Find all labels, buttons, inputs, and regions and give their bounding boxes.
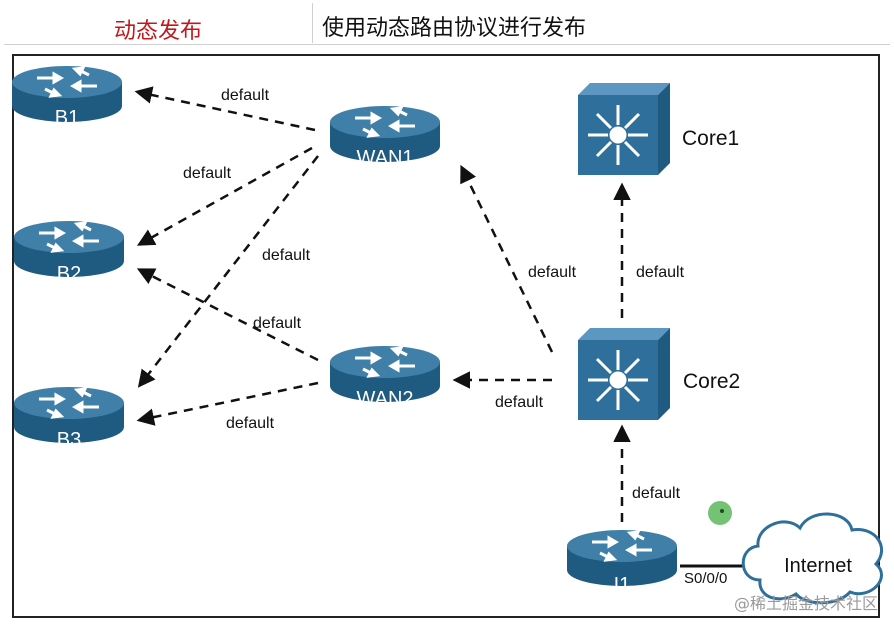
watermark: @稀土掘金技术社区 <box>733 594 878 613</box>
switch-icon <box>576 81 672 177</box>
header-right-title: 使用动态路由协议进行发布 <box>322 16 587 41</box>
router-b1[interactable]: B1 <box>10 64 124 129</box>
router-wan1[interactable]: WAN1 <box>328 104 442 169</box>
router-wan1-label: WAN1 <box>356 147 413 169</box>
router-wan2-label: WAN2 <box>356 388 413 410</box>
switch-core1-label: Core1 <box>682 127 739 150</box>
route-label-core2-to-wan1: default <box>528 264 577 281</box>
router-b2-label: B2 <box>57 263 81 285</box>
route-arrow-wan1-to-b3 <box>137 155 319 388</box>
switch-core2[interactable] <box>576 326 672 422</box>
switch-icon <box>576 326 672 422</box>
router-b3[interactable]: B3 <box>12 385 126 451</box>
route-label-wan1-to-b2: default <box>183 165 232 182</box>
router-i1[interactable]: I1 <box>565 528 679 596</box>
route-label-wan2-to-b2: default <box>253 315 302 332</box>
route-label-core2-to-core1: default <box>636 264 685 281</box>
header-divider <box>4 44 890 45</box>
route-links <box>134 86 631 522</box>
route-arrow-wan2-to-b3 <box>136 381 319 426</box>
router-i1-label: I1 <box>614 574 631 596</box>
route-label-wan1-to-b3: default <box>262 247 311 264</box>
route-label-i1-to-core2: default <box>632 485 681 502</box>
router-b3-label: B3 <box>57 429 81 451</box>
status-dot-center <box>720 509 724 513</box>
router-wan2[interactable]: WAN2 <box>328 344 442 410</box>
switch-core2-label: Core2 <box>683 370 740 393</box>
internet-cloud: Internet <box>680 512 883 605</box>
internet-label: Internet <box>784 555 852 577</box>
switch-core1[interactable] <box>576 81 672 177</box>
slide-header: 动态发布 使用动态路由协议进行发布 <box>0 0 894 48</box>
header-left-title: 动态发布 <box>114 19 203 44</box>
router-b1-label: B1 <box>55 107 79 129</box>
route-labels: default default default default default defau… <box>183 87 685 502</box>
route-arrow-core2-to-wan1 <box>460 164 554 353</box>
status-dot <box>708 501 732 525</box>
diagram-frame <box>12 54 880 618</box>
route-label-wan1-to-b1: default <box>221 87 270 104</box>
route-label-core2-to-wan2: default <box>495 394 544 411</box>
header-left-cell: 动态发布 <box>4 3 313 44</box>
route-arrow-wan1-to-b1 <box>134 86 316 132</box>
interface-label: S0/0/0 <box>684 570 727 587</box>
router-b2[interactable]: B2 <box>12 219 126 285</box>
cloud-shape <box>741 512 883 605</box>
route-arrow-wan1-to-b2 <box>136 146 313 246</box>
route-label-wan2-to-b3: default <box>226 415 275 432</box>
route-arrow-wan2-to-b2 <box>136 268 319 362</box>
